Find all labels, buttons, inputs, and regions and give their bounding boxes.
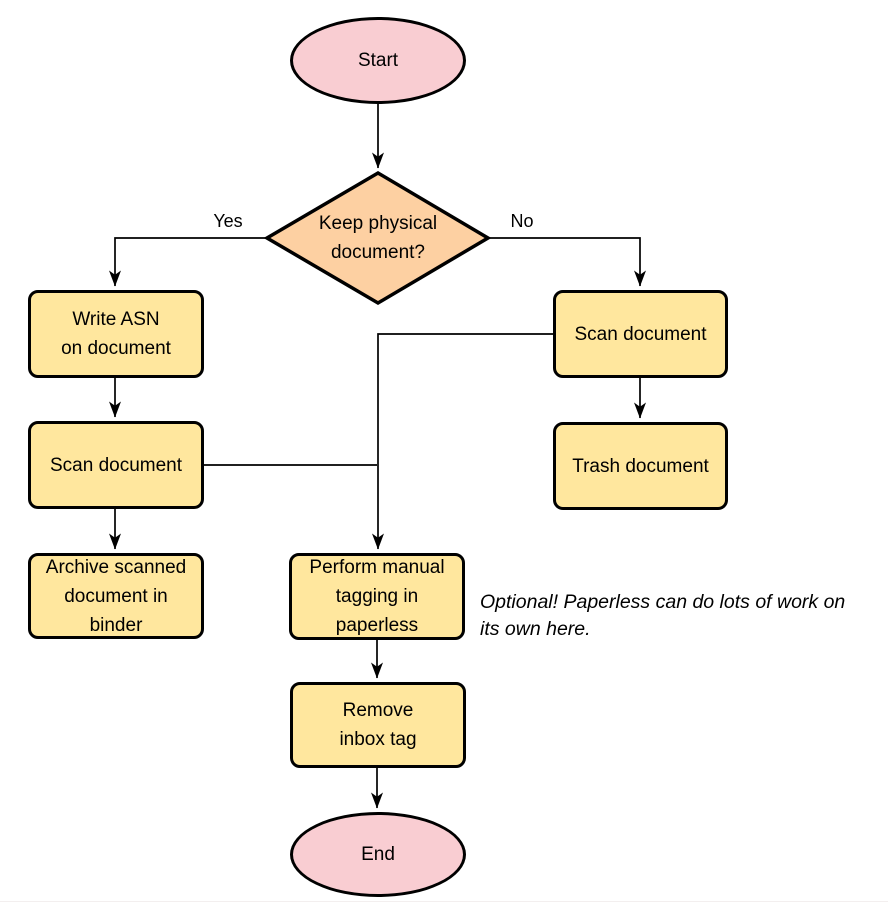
node-scan-left-label: Scan document — [49, 454, 183, 476]
node-start-label: Start — [357, 50, 399, 71]
node-remove-inbox: Remove inbox tag — [290, 682, 466, 768]
annotation-note: Optional! Paperless can do lots of work … — [480, 591, 846, 640]
decision-diamond-shape — [263, 170, 492, 306]
node-archive: Archive scanned document in binder — [28, 553, 204, 639]
node-decision-label: Keep physical document? — [318, 213, 438, 263]
node-end-label: End — [361, 844, 395, 865]
node-remove-inbox-label: Remove inbox tag — [339, 700, 417, 750]
edge-decision-yes — [109, 237, 267, 287]
edge-decision-no — [488, 237, 646, 287]
node-write-asn: Write ASN on document — [28, 290, 204, 378]
node-write-asn-label: Write ASN on document — [61, 309, 171, 359]
bottom-divider — [0, 901, 888, 902]
node-scan-left: Scan document — [28, 421, 204, 509]
node-trash: Trash document — [553, 422, 728, 510]
node-start: Start — [290, 17, 466, 104]
node-trash-label: Trash document — [572, 455, 709, 477]
node-decision: Keep physical document? — [268, 173, 488, 303]
edge-label-yes: Yes — [213, 211, 243, 231]
edge-scanright-to-tagging — [372, 333, 553, 550]
node-scan-right: Scan document — [553, 290, 728, 378]
node-scan-right-label: Scan document — [574, 323, 707, 345]
node-archive-label: Archive scanned document in binder — [45, 556, 187, 636]
node-tagging-label: Perform manual tagging in paperless — [309, 557, 445, 636]
node-tagging: Perform manual tagging in paperless — [289, 553, 465, 640]
node-end: End — [290, 812, 466, 897]
edge-label-no: No — [510, 211, 534, 231]
